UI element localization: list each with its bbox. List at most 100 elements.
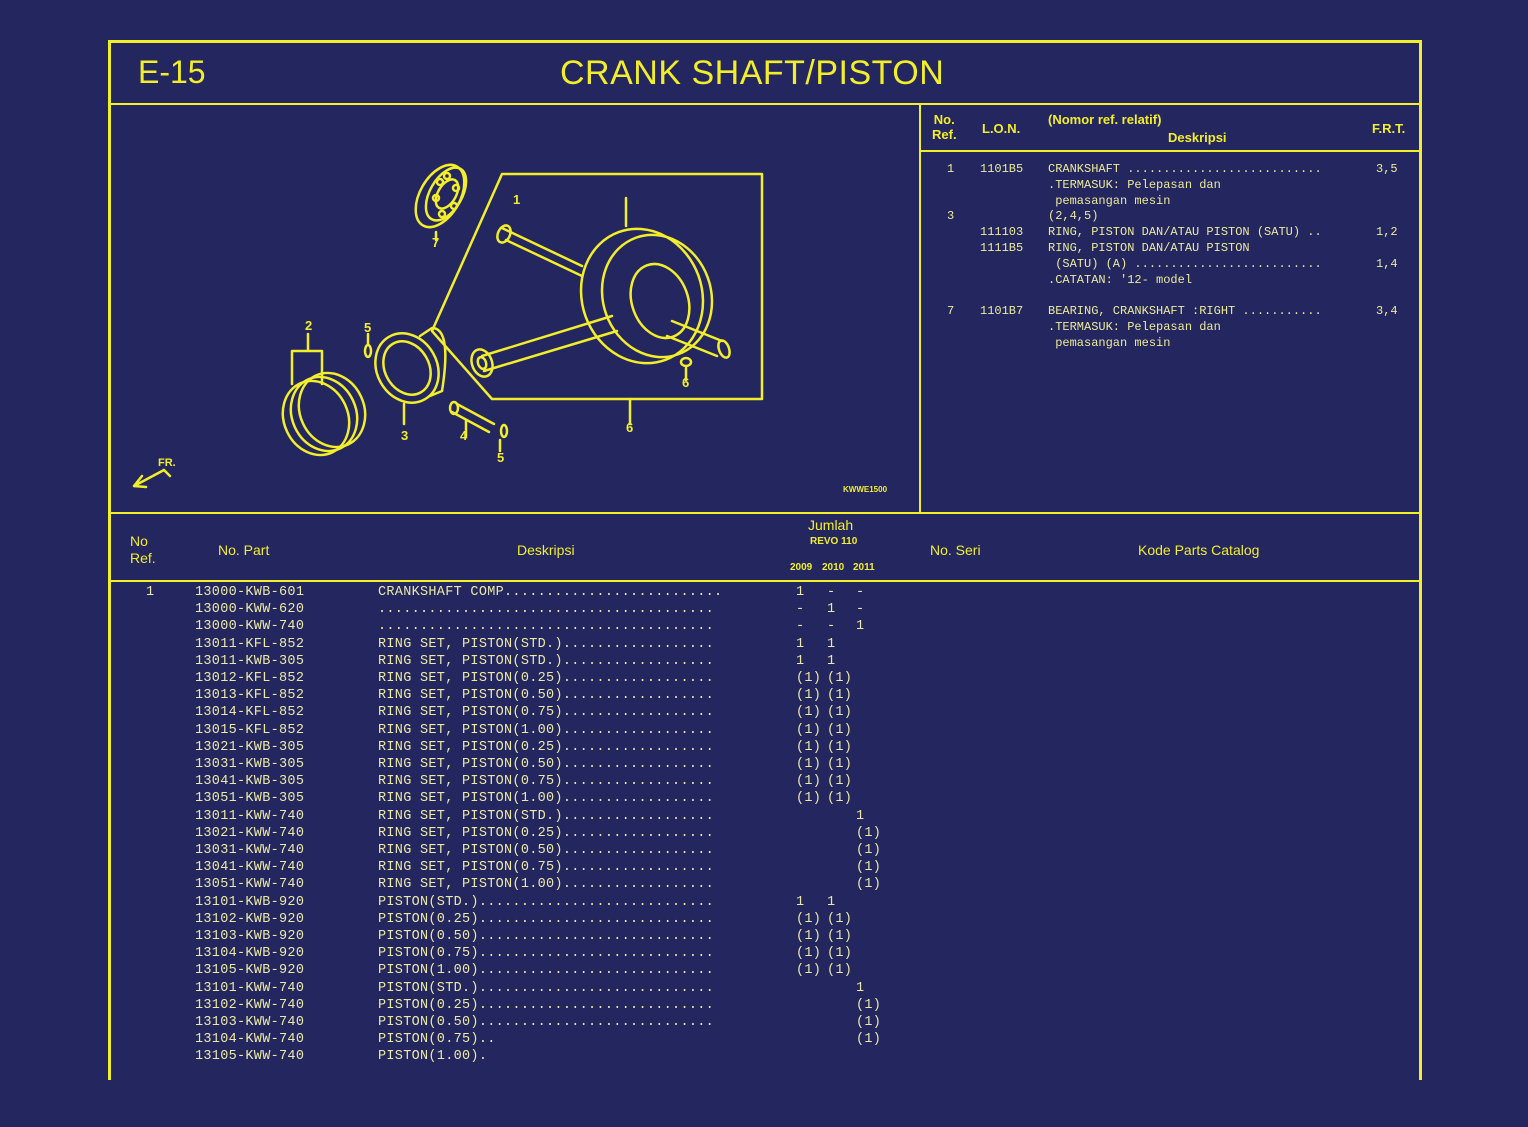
- frt-header-lon: L.O.N.: [982, 121, 1021, 136]
- parts-cell-desc: CRANKSHAFT COMP.........................…: [378, 585, 723, 600]
- parts-cell-y2009: (1): [796, 946, 822, 962]
- parts-cell-y2010: (1): [827, 688, 853, 704]
- parts-cell-part: 13000-KWW-620: [195, 602, 305, 618]
- parts-cell-y2010: 1: [827, 653, 836, 669]
- piston-3: [374, 326, 447, 426]
- parts-cell-y2009: -: [796, 619, 805, 635]
- frt-row-frt: 1,2: [1376, 225, 1398, 240]
- callout-4: 4: [460, 428, 468, 443]
- parts-cell-desc: RING SET, PISTON(1.00)..................: [378, 791, 715, 807]
- parts-cell-part: 13000-KWB-601: [195, 585, 305, 600]
- parts-cell-desc: RING SET, PISTON(STD.)..................: [378, 636, 715, 652]
- parts-cell-desc: PISTON(0.50)............................: [378, 929, 715, 944]
- parts-cell-desc: RING SET, PISTON(1.00)..................: [378, 877, 715, 893]
- parts-cell-y2010: (1): [827, 757, 853, 772]
- parts-cell-part: 13012-KFL-852: [195, 671, 305, 686]
- parts-cell-y2009: 1: [796, 653, 805, 669]
- parts-cell-desc: RING SET, PISTON(1.00)..................: [378, 722, 715, 738]
- parts-cell-part: 13041-KWW-740: [195, 860, 305, 876]
- callout-5b: 5: [497, 450, 505, 465]
- parts-cell-desc: RING SET, PISTON(STD.)..................: [378, 653, 715, 669]
- parts-cell-desc: RING SET, PISTON(0.50)..................: [378, 757, 715, 772]
- parts-cell-y2010: -: [827, 585, 836, 600]
- parts-cell-y2011: 1: [856, 980, 865, 996]
- frt-row-desc: (2,4,5): [1048, 209, 1099, 224]
- frt-header-divider: [921, 150, 1420, 152]
- parts-cell-part: 13102-KWW-740: [195, 997, 305, 1013]
- parts-cell-desc: RING SET, PISTON(0.25)..................: [378, 825, 715, 841]
- parts-cell-y2009: (1): [796, 705, 822, 721]
- parts-cell-y2011: (1): [856, 825, 882, 841]
- parts-cell-y2011: (1): [856, 997, 882, 1013]
- parts-cell-y2010: (1): [827, 963, 853, 979]
- exploded-diagram: [132, 163, 764, 489]
- callout-6b: 6: [626, 420, 634, 435]
- parts-cell-desc: RING SET, PISTON(0.75)..................: [378, 705, 715, 721]
- frt-row-lon: 1101B7: [980, 304, 1024, 319]
- frt-row-frt: 3,4: [1376, 304, 1398, 319]
- parts-cell-desc: RING SET, PISTON(0.25)..................: [378, 739, 715, 755]
- parts-cell-y2010: (1): [827, 774, 853, 790]
- parts-cell-y2009: (1): [796, 774, 822, 790]
- parts-cell-part: 13000-KWW-740: [195, 619, 305, 635]
- parts-cell-y2010: -: [827, 619, 836, 635]
- parts-cell-y2010: (1): [827, 671, 853, 686]
- frt-row-desc: RING, PISTON DAN/ATAU PISTON: [1048, 241, 1250, 255]
- front-arrow-icon: [132, 468, 172, 489]
- parts-cell-desc: RING SET, PISTON(0.75)..................: [378, 774, 715, 790]
- parts-cell-y2010: (1): [827, 911, 853, 927]
- parts-cell-y2010: (1): [827, 946, 853, 962]
- parts-cell-part: 13051-KWB-305: [195, 791, 305, 807]
- parts-cell-desc: RING SET, PISTON(0.75)..................: [378, 860, 715, 876]
- piston-pin-4: [448, 400, 496, 438]
- parts-header-year-2009: 2009: [790, 562, 813, 573]
- parts-cell-part: 13031-KWW-740: [195, 843, 305, 858]
- frt-row-desc: pemasangan mesin: [1048, 193, 1171, 208]
- parts-cell-part: 13104-KWB-920: [195, 946, 305, 962]
- callout-5a: 5: [364, 320, 372, 335]
- parts-cell-part: 13021-KWB-305: [195, 739, 305, 755]
- parts-cell-part: 13051-KWW-740: [195, 877, 305, 893]
- frt-row-desc: .CATATAN: '12- model: [1048, 272, 1193, 287]
- frt-row-desc: BEARING, CRANKSHAFT :RIGHT ...........: [1048, 304, 1322, 319]
- frt-row-desc: CRANKSHAFT ...........................: [1048, 162, 1322, 176]
- parts-cell-desc: PISTON(0.50)............................: [378, 1015, 715, 1030]
- page-title: CRANK SHAFT/PISTON: [560, 54, 945, 92]
- parts-cell-y2009: (1): [796, 929, 822, 944]
- frt-row-desc: (SATU) (A) ..........................: [1048, 256, 1322, 271]
- parts-cell-desc: RING SET, PISTON(0.25)..................: [378, 671, 715, 686]
- parts-cell-part: 13021-KWW-740: [195, 825, 305, 841]
- frt-row-frt: 1,4: [1376, 256, 1398, 271]
- parts-cell-y2011: (1): [856, 860, 882, 876]
- parts-cell-y2011: 1: [856, 808, 865, 824]
- parts-cell-desc: RING SET, PISTON(0.50)..................: [378, 688, 715, 704]
- frt-row-desc: .TERMASUK: Pelepasan dan: [1048, 320, 1221, 334]
- piston-rings-2: [281, 332, 367, 457]
- frt-row-frt: 3,5: [1376, 162, 1398, 176]
- parts-cell-part: 13041-KWB-305: [195, 774, 305, 790]
- parts-cell-part: 13011-KWW-740: [195, 808, 305, 824]
- direction-label: FR.: [158, 457, 176, 469]
- crankshaft-1: [470, 196, 731, 378]
- parts-cell-part: 13031-KWB-305: [195, 757, 305, 772]
- parts-header-year-2010: 2010: [822, 562, 845, 573]
- frt-row-desc: pemasangan mesin: [1048, 335, 1171, 350]
- parts-cell-y2009: (1): [796, 722, 822, 738]
- callout-2: 2: [305, 318, 313, 333]
- parts-header-qty: Jumlah: [808, 517, 854, 533]
- parts-header-serial: No. Seri: [930, 542, 981, 558]
- parts-cell-desc: PISTON(0.75)..: [378, 1032, 496, 1048]
- parts-header-year-2011: 2011: [853, 562, 875, 573]
- frt-row-desc: .TERMASUK: Pelepasan dan: [1048, 177, 1221, 192]
- frt-header-desc-top: (Nomor ref. relatif): [1048, 112, 1162, 127]
- frt-row-lon: 1111B5: [980, 241, 1024, 255]
- parts-cell-y2011: -: [856, 585, 865, 600]
- parts-cell-y2010: 1: [827, 894, 836, 910]
- drawing-code: KWWE1500: [843, 485, 888, 494]
- parts-cell-y2010: (1): [827, 739, 853, 755]
- frt-row-ref: 1: [947, 162, 955, 176]
- parts-cell-y2011: -: [856, 602, 865, 618]
- frt-row-ref: 7: [947, 304, 955, 319]
- parts-cell-y2011: 1: [856, 619, 865, 635]
- parts-cell-part: 13014-KFL-852: [195, 705, 305, 721]
